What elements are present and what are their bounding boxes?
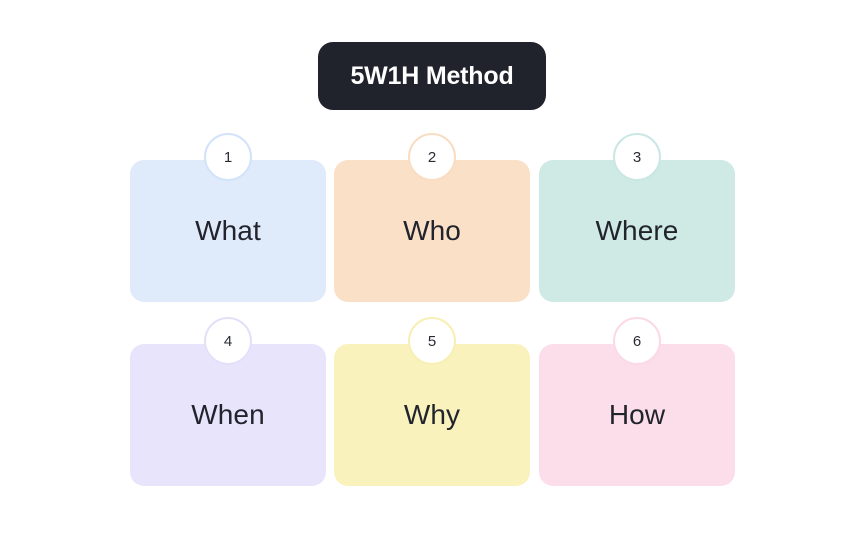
diagram-title-badge: 5W1H Method — [318, 42, 546, 110]
card-how[interactable]: How — [539, 344, 735, 486]
card-label: What — [195, 215, 261, 246]
step-number: 2 — [427, 148, 437, 166]
step-number-badge-6: 6 — [613, 317, 661, 365]
card-label: When — [191, 399, 265, 430]
card-label: How — [608, 399, 666, 430]
card-label: Where — [595, 215, 679, 246]
step-number: 6 — [632, 332, 642, 350]
card-when[interactable]: When — [130, 344, 326, 486]
card-where[interactable]: Where — [539, 160, 735, 302]
card-label: Why — [403, 399, 461, 430]
step-number-badge-5: 5 — [408, 317, 456, 365]
step-number-badge-1: 1 — [204, 133, 252, 181]
page-title: 5W1H Method — [350, 61, 514, 90]
card-what[interactable]: What — [130, 160, 326, 302]
card-label: Who — [403, 215, 461, 246]
step-number-badge-3: 3 — [613, 133, 661, 181]
step-number: 4 — [223, 332, 233, 350]
card-why[interactable]: Why — [334, 344, 530, 486]
card-who[interactable]: Who — [334, 160, 530, 302]
step-number: 5 — [427, 332, 437, 350]
step-number-badge-2: 2 — [408, 133, 456, 181]
step-number: 1 — [223, 148, 233, 166]
step-number: 3 — [632, 148, 642, 166]
step-number-badge-4: 4 — [204, 317, 252, 365]
